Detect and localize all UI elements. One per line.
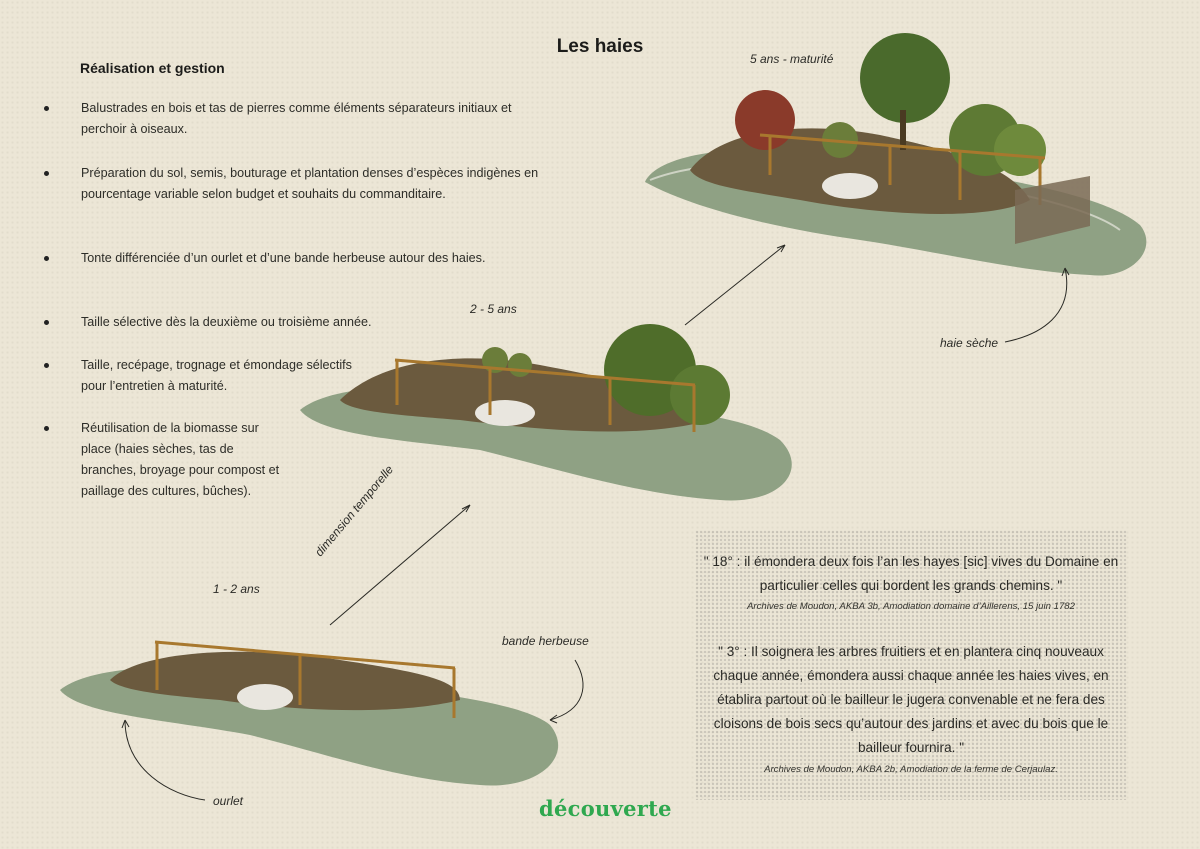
bullet-icon — [44, 426, 49, 431]
bullet-icon — [44, 106, 49, 111]
tree-red — [735, 90, 795, 150]
hedge-stage-1 — [60, 640, 559, 786]
label-dry-hedge: haie sèche — [940, 336, 999, 350]
label-grass-band: bande herbeuse — [502, 634, 589, 648]
page-title: Les haies — [556, 36, 644, 57]
section-subtitle: Réalisation et gestion — [80, 60, 225, 76]
quote-1: " 18° : il émondera deux fois l’an les h… — [703, 554, 1119, 593]
logo-decouverte: découverte — [539, 796, 672, 821]
label-stage-1: 1 - 2 ans — [213, 582, 260, 596]
label-stage-2: 2 - 5 ans — [470, 302, 517, 316]
hedge-stage-2 — [300, 324, 792, 501]
list-item: Préparation du sol, semis, bouturage et … — [42, 163, 541, 205]
hedge-stage-3 — [645, 33, 1147, 276]
label-stage-3: 5 ans - maturité — [750, 52, 834, 66]
list-item: Tonte différenciée d’un ourlet et d’une … — [42, 248, 541, 269]
bullet-icon — [44, 256, 49, 261]
list-item: Taille, recépage, trognage et émondage s… — [42, 355, 366, 397]
list-item: Taille sélective dès la deuxième ou troi… — [42, 312, 541, 333]
annotation-arrows — [121, 244, 1070, 801]
bullet-icon — [44, 320, 49, 325]
quote-2-citation: Archives de Moudon, AKBA 2b, Amodiation … — [764, 764, 1058, 775]
list-item: Réutilisation de la biomasse sur place (… — [42, 418, 286, 502]
quote-panel — [695, 530, 1127, 800]
label-ourlet: ourlet — [213, 794, 244, 808]
bullet-icon — [44, 363, 49, 368]
tree-oak — [860, 33, 950, 123]
quote-1-citation: Archives de Moudon, AKBA 3b, Amodiation … — [747, 601, 1075, 612]
quote-2: " 3° : Il soignera les arbres fruitiers … — [713, 644, 1109, 755]
bullet-icon — [44, 171, 49, 176]
dry-hedge — [1015, 176, 1090, 244]
list-item: Balustrades en bois et tas de pierres co… — [42, 98, 541, 140]
